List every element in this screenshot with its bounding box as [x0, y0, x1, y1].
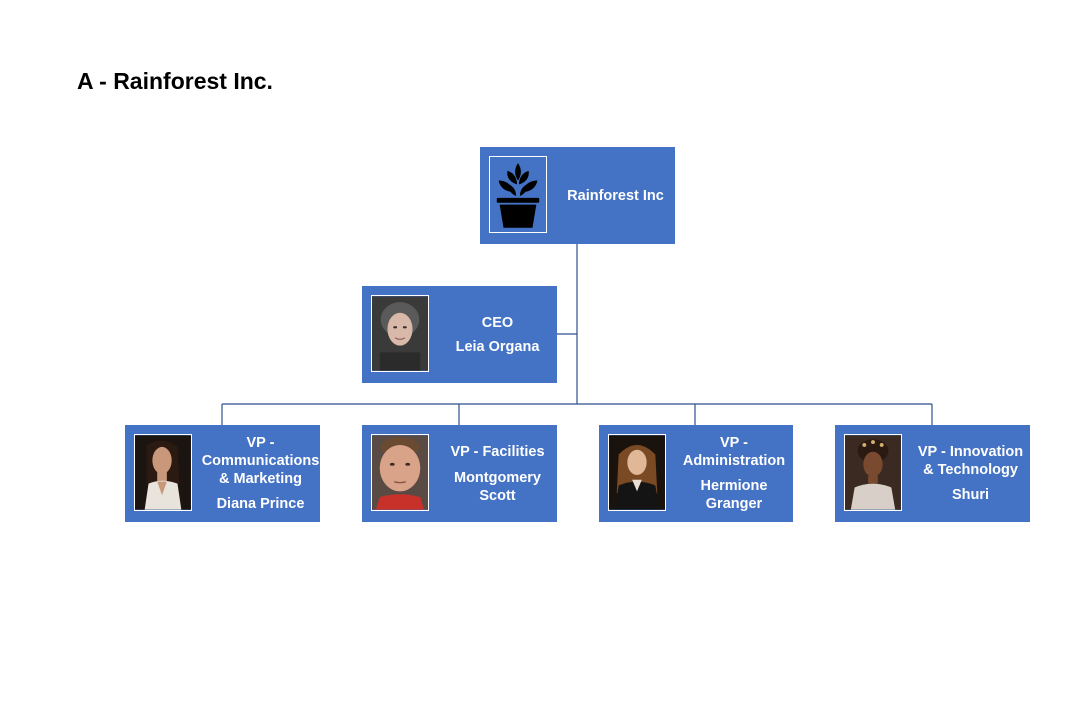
org-node-vp-administration[interactable]: VP - Administration Hermione Granger: [599, 425, 793, 522]
avatar-hermione-granger: [608, 434, 666, 511]
vp-communications-role: VP - Communications & Marketing: [201, 435, 320, 487]
avatar-montgomery-scott: [371, 434, 429, 511]
vp-facilities-text: VP - Facilities Montgomery Scott: [438, 425, 557, 522]
vp-administration-name: Hermione Granger: [700, 478, 768, 512]
root-icon-frame: [489, 156, 547, 233]
vp-innovation-name: Shuri: [951, 487, 990, 503]
vp-facilities-role: VP - Facilities: [450, 443, 545, 460]
vp-communications-text: VP - Communications & Marketing Diana Pr…: [201, 425, 320, 522]
avatar-shuri: [844, 434, 902, 511]
vp-administration-role: VP - Administration: [682, 435, 786, 469]
root-label: Rainforest Inc: [567, 187, 664, 204]
ceo-name: Leia Organa: [455, 338, 540, 355]
vp-innovation-role: VP - Innovation & Technology: [917, 444, 1024, 478]
vp-administration-text: VP - Administration Hermione Granger: [675, 425, 793, 522]
page-title: A - Rainforest Inc.: [77, 68, 273, 94]
potted-plant-icon: [490, 157, 546, 232]
vp-facilities-name: Montgomery Scott: [454, 469, 541, 504]
avatar-leia-organa: [371, 295, 429, 372]
org-node-vp-communications[interactable]: VP - Communications & Marketing Diana Pr…: [125, 425, 320, 522]
org-node-root[interactable]: Rainforest Inc: [480, 147, 675, 244]
vp-innovation-text: VP - Innovation & Technology Shuri: [911, 425, 1030, 522]
org-node-vp-innovation[interactable]: VP - Innovation & Technology Shuri: [835, 425, 1030, 522]
avatar-diana-prince: [134, 434, 192, 511]
org-node-ceo[interactable]: CEO Leia Organa: [362, 286, 557, 383]
vp-communications-name: Diana Prince: [216, 496, 305, 512]
ceo-role: CEO: [481, 314, 514, 331]
org-node-vp-facilities[interactable]: VP - Facilities Montgomery Scott: [362, 425, 557, 522]
ceo-text: CEO Leia Organa: [438, 286, 557, 383]
